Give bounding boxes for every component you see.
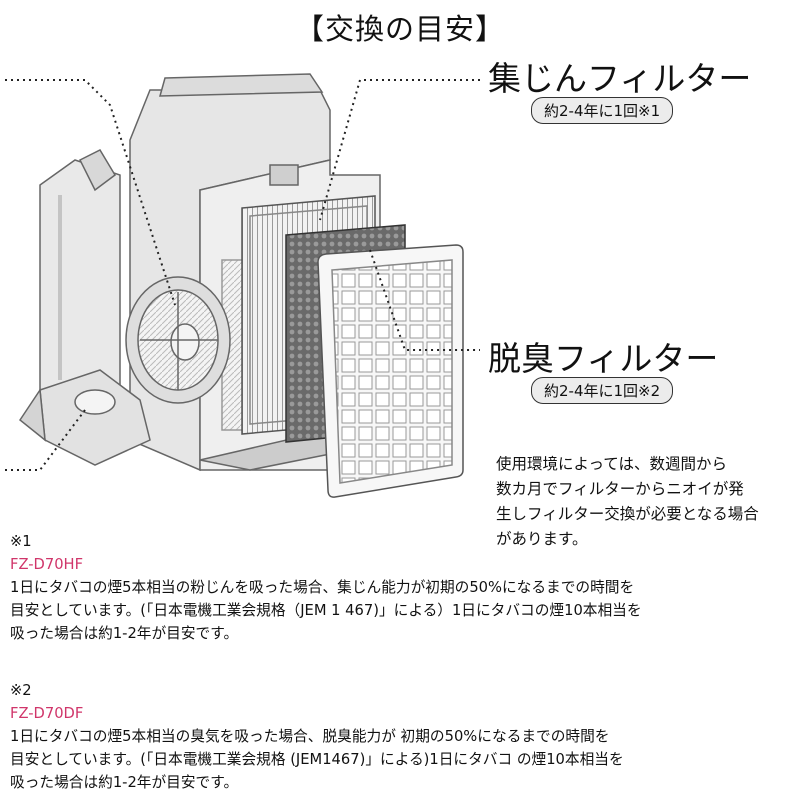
- water-tray: [18, 369, 151, 466]
- leader-lines: [5, 79, 480, 471]
- footnote-1-line: 吸った場合は約1-2年が目安です。: [10, 625, 239, 642]
- footnote-2: ※2 FZ-D70DF 1日にタバコの煙5本相当の臭気を吸った場合、脱臭能力が …: [10, 679, 795, 794]
- prefilter-shape: [317, 244, 464, 498]
- footnote-1-line: 1日にタバコの煙5本相当の粉じんを吸った場合、集じん能力が初期の50%になるまで…: [10, 579, 635, 596]
- usage-note-line: 生しフィルター交換が必要となる場合: [496, 505, 759, 523]
- footnote-2-line: 目安としています。(「日本電機工業会規格 (JEM1467)」による)1日にタバ…: [10, 751, 624, 768]
- humidifier-wheel: [125, 276, 231, 404]
- footnote-2-mark: ※2: [10, 682, 32, 699]
- dust-filter-name: 集じんフィルター: [488, 59, 752, 98]
- usage-note-line: があります。: [496, 530, 588, 548]
- footnote-2-line: 吸った場合は約1-2年が目安です。: [10, 774, 239, 791]
- usage-note: 使用環境によっては、数週間から 数カ月でフィルターからニオイが発 生しフィルター…: [496, 452, 796, 552]
- footnote-2-model: FZ-D70DF: [10, 705, 84, 722]
- usage-note-line: 使用環境によっては、数週間から: [496, 455, 727, 473]
- dust-filter-badge: 約2-4年に1回※1: [531, 97, 674, 124]
- usage-note-line: 数カ月でフィルターからニオイが発: [496, 480, 744, 498]
- footnote-1-model: FZ-D70HF: [10, 556, 84, 573]
- deodor-filter-name: 脱臭フィルター: [488, 339, 719, 378]
- page-title: 【交換の目安】: [294, 12, 505, 46]
- water-tank: [39, 149, 121, 421]
- footnote-1-line: 目安としています。(「日本電機工業会規格（JEM 1 467)」による）1日にタ…: [10, 602, 642, 619]
- air-purifier-diagram: [5, 73, 480, 498]
- footnote-2-line: 1日にタバコの煙5本相当の臭気を吸った場合、脱臭能力が 初期の50%になるまでの…: [10, 728, 610, 745]
- footnote-1-mark: ※1: [10, 533, 32, 550]
- footnote-1: ※1 FZ-D70HF 1日にタバコの煙5本相当の粉じんを吸った場合、集じん能力…: [10, 530, 795, 645]
- deodor-filter-badge: 約2-4年に1回※2: [531, 377, 674, 404]
